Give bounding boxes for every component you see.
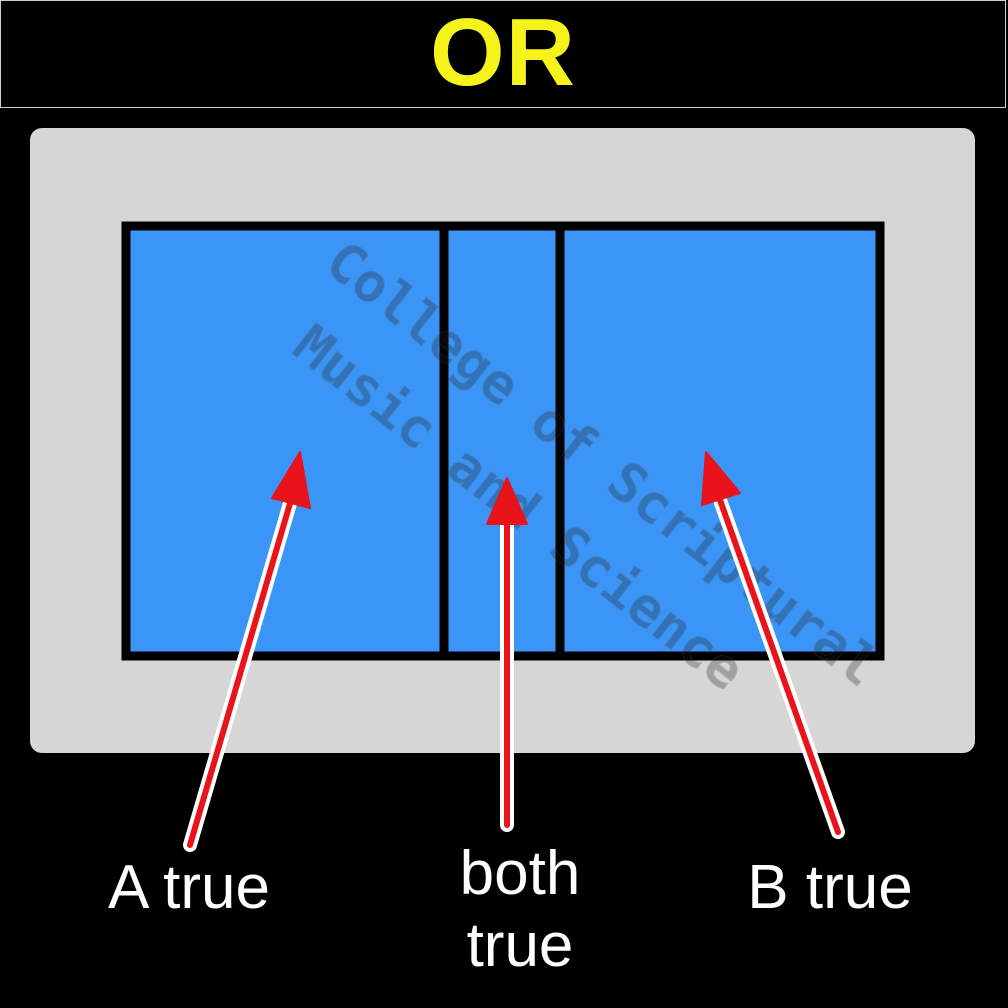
arrow-both [486,477,528,832]
label-a-true: A true [108,853,270,922]
label-both-line-1: both [459,839,581,908]
diagram-title: OR [430,0,576,106]
arrow-a [183,451,311,852]
arrowhead-both [486,477,528,525]
label-both-line-2: true [466,911,574,980]
arrowhead-a [271,451,311,509]
arrowhead-b [701,451,741,506]
label-b-true: B true [747,853,913,922]
region-b-only [555,221,885,661]
arrow-b [701,451,845,839]
title-bar: OR [0,0,1006,108]
label-both-true: both true [430,838,610,982]
